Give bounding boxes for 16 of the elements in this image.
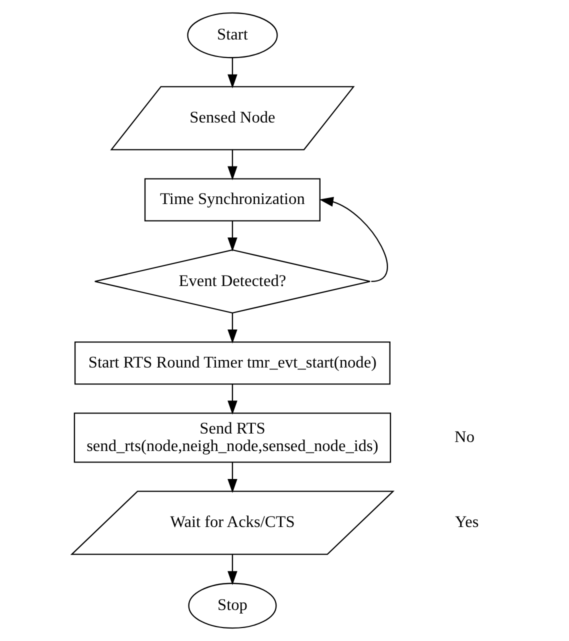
label: No: [454, 427, 474, 446]
label: Yes: [454, 512, 478, 532]
arrow: [227, 313, 237, 344]
arrow: [227, 150, 237, 180]
node-ellipse: Stop: [188, 582, 276, 629]
node-ellipse: Start: [186, 12, 278, 58]
arrow: [227, 554, 237, 586]
arrow: [318, 196, 388, 282]
node-box: Time Synchronization: [144, 178, 320, 222]
arrow: [227, 462, 237, 494]
arrow: [227, 384, 237, 415]
node-box: Send RTS send_rts(node,neigh_node,sensed_node_ids): [73, 412, 391, 463]
arrow: [227, 58, 237, 88]
node-diamond: Event Detected?: [94, 249, 370, 314]
arrow: [227, 221, 237, 252]
node-box: Start RTS Round Timer tmr_evt_start(node): [74, 342, 390, 385]
